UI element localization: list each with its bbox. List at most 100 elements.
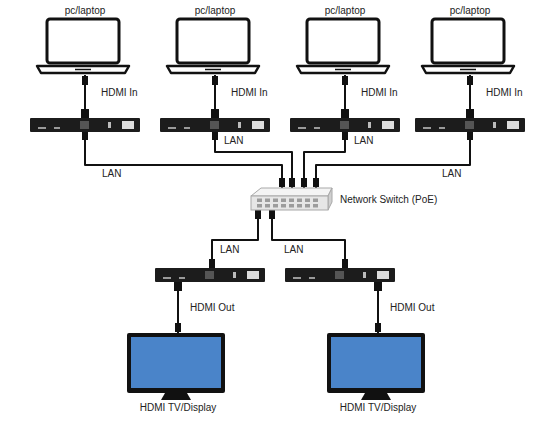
device-label: HDMI TV/Display (125, 401, 231, 414)
switch-icon (248, 186, 334, 212)
hdmi-plug (466, 109, 474, 118)
hdmi-plug (375, 323, 381, 332)
receivers (155, 268, 395, 282)
cable-label: HDMI Out (388, 302, 436, 314)
device-label: pc/laptop (418, 4, 522, 17)
lan-plug (209, 259, 215, 268)
hdmi-plug (211, 109, 219, 118)
edge-label: LAN (282, 244, 305, 256)
extender-logo (247, 271, 259, 279)
extender-detail (368, 122, 371, 128)
switch-port (289, 204, 294, 208)
extender-logo (377, 271, 389, 279)
tv-frame (327, 333, 425, 393)
pc-laptop: pc/laptop (293, 4, 397, 75)
lan-cable (215, 75, 292, 191)
switch-port (265, 199, 270, 203)
lan-plug (82, 132, 88, 140)
laptop-screen (432, 19, 504, 63)
laptop-icon (293, 17, 393, 75)
extender-port (205, 271, 214, 279)
switch-port (257, 204, 262, 208)
edge-label: LAN (218, 244, 241, 256)
extender-detail (298, 127, 306, 129)
extender-port (80, 121, 89, 129)
laptop-base (37, 66, 129, 73)
device-label: HDMI TV/Display (325, 401, 431, 414)
tv-screen (331, 337, 421, 388)
hdmi-plug (212, 76, 218, 85)
switch-side (328, 188, 332, 210)
laptop-base (422, 66, 514, 73)
extender-body (160, 118, 270, 132)
lan-plug (342, 259, 348, 268)
switch-port (273, 204, 278, 208)
lan-plug (467, 132, 473, 140)
extender-detail (184, 127, 190, 129)
switch-port (313, 204, 318, 208)
switch-port (281, 204, 286, 208)
extender-body (290, 118, 400, 132)
hdmi-plug (175, 323, 181, 332)
laptop-icon (163, 17, 263, 75)
device-label: pc/laptop (163, 4, 267, 17)
hdmi-receiver (285, 268, 395, 282)
tv-display: HDMI TV/Display (125, 331, 231, 414)
lan-plug (269, 210, 275, 219)
lan-cable (316, 75, 470, 191)
switch-port (297, 204, 302, 208)
lan-plug (279, 178, 285, 187)
laptop-touchpad (460, 69, 476, 71)
lan-plug (301, 178, 307, 187)
plugs (81, 76, 474, 332)
tv-icon (125, 331, 227, 401)
extender-detail (108, 122, 111, 128)
extender-body (30, 118, 140, 132)
network-switch: Network Switch (PoE) (248, 186, 437, 212)
extender-detail (439, 127, 445, 129)
tv-stand (161, 393, 191, 400)
cable-label: HDMI In (99, 87, 140, 99)
tv-icon (325, 331, 427, 401)
extender-detail (168, 127, 176, 129)
laptop-base (297, 66, 389, 73)
cable-label: HDMI In (359, 87, 400, 99)
edge-label: LAN (100, 168, 123, 180)
laptop-icon (33, 17, 133, 75)
extender-detail (309, 277, 315, 279)
laptop-touchpad (75, 69, 91, 71)
cable-label: HDMI In (484, 87, 525, 99)
laptop-touchpad (205, 69, 221, 71)
transmitters (30, 118, 525, 132)
cable-label: HDMI Out (188, 302, 236, 314)
switch-port (305, 199, 310, 203)
hdmi-plug (467, 76, 473, 85)
extender-body (415, 118, 525, 132)
hdmi-transmitter (415, 118, 525, 132)
extender-port (340, 121, 349, 129)
extender-detail (293, 277, 301, 279)
laptop-screen (47, 19, 119, 63)
lan-plug (255, 210, 261, 219)
extender-body (155, 268, 265, 282)
lan-plug (289, 178, 295, 187)
switch-port (297, 199, 302, 203)
extender-port (210, 121, 219, 129)
pc-laptop: pc/laptop (418, 4, 522, 75)
hdmi-transmitter (160, 118, 270, 132)
extender-logo (122, 121, 134, 129)
laptop-screen (177, 19, 249, 63)
device-label: pc/laptop (33, 4, 137, 17)
lan-cable (304, 75, 345, 191)
switch-port (289, 199, 294, 203)
pc-laptop: pc/laptop (163, 4, 267, 75)
hdmi-plug (174, 282, 182, 291)
switch-port (257, 199, 262, 203)
extender-detail (38, 127, 46, 129)
extender-detail (163, 277, 171, 279)
hdmi-transmitter (30, 118, 140, 132)
switch-top (251, 188, 332, 196)
laptop-touchpad (335, 69, 351, 71)
tv-frame (127, 333, 225, 393)
switch-port (305, 204, 310, 208)
